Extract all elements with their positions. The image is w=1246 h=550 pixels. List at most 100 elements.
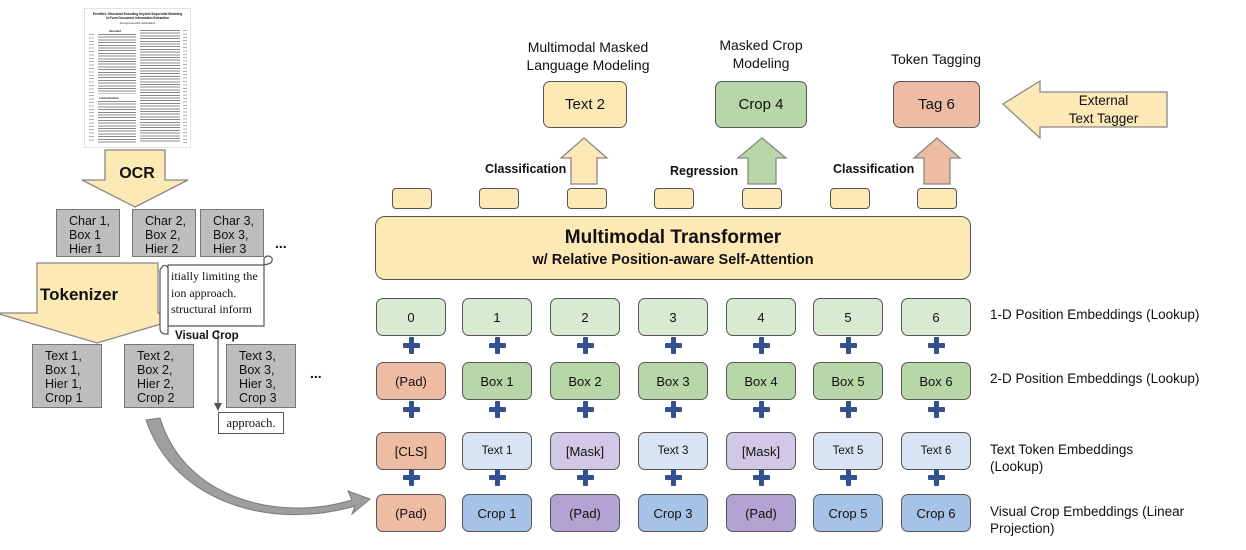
plus-icon bbox=[664, 337, 682, 354]
row-label-line: Projection) bbox=[990, 521, 1055, 536]
row-label-line: (Lookup) bbox=[990, 459, 1044, 474]
plus-icon bbox=[927, 401, 945, 418]
scroll-line-2: ion approach. bbox=[171, 285, 237, 300]
plus-icon bbox=[576, 469, 594, 486]
token-box-line: Text 3, bbox=[239, 349, 276, 363]
plus-icon bbox=[927, 469, 945, 486]
text-column-right bbox=[140, 30, 180, 143]
plus-icon bbox=[402, 401, 420, 418]
pos1d-embedding-label: 6 bbox=[932, 309, 940, 325]
tag-title: Token Tagging bbox=[890, 51, 982, 67]
tokenizer-arrow bbox=[0, 262, 199, 344]
pos1d-embedding: 5 bbox=[813, 298, 883, 336]
plus-icon bbox=[664, 469, 682, 486]
output-token bbox=[742, 188, 782, 209]
crop-embedding-label: Crop 5 bbox=[828, 505, 868, 521]
plus-icon bbox=[402, 469, 420, 486]
token-box-line: Text 2, bbox=[137, 349, 174, 363]
pos1d-embedding-label: 4 bbox=[757, 309, 765, 325]
transformer-block: Multimodal Transformer w/ Relative Posit… bbox=[375, 216, 971, 280]
line-numbers-right bbox=[183, 30, 187, 143]
row-label-line: Text Token Embeddings bbox=[990, 442, 1134, 457]
document-thumbnail: FormNet: Structural Encoding beyond Sequ… bbox=[84, 8, 191, 148]
document-title: FormNet: Structural Encoding beyond Sequ… bbox=[92, 12, 183, 20]
up-arrow-tag bbox=[912, 137, 962, 185]
text-embedding: Text 6 bbox=[901, 432, 971, 470]
text-embedding-label: [Mask] bbox=[741, 443, 781, 459]
crop-embedding-label: Crop 3 bbox=[653, 505, 693, 521]
ocr-label: OCR bbox=[119, 165, 155, 182]
curved-flow-arrow bbox=[145, 417, 371, 516]
scroll-curl-right bbox=[263, 255, 273, 266]
token-box-line: Hier 3, bbox=[239, 377, 276, 391]
mcm-output-box: Crop 4 bbox=[715, 81, 807, 128]
pos2d-embedding-label: Box 6 bbox=[919, 373, 953, 389]
token-box: Text 2,Box 2,Hier 2,Crop 2 bbox=[124, 344, 194, 408]
pos2d-embedding: (Pad) bbox=[376, 362, 446, 400]
plus-icon bbox=[752, 469, 770, 486]
pos1d-embedding-label: 5 bbox=[844, 309, 852, 325]
crop-embedding: Crop 3 bbox=[638, 494, 708, 532]
crop-word-box: approach. bbox=[218, 412, 284, 434]
external-tagger-line-1: External bbox=[1078, 93, 1129, 108]
char-box-line: Box 2, bbox=[145, 228, 181, 242]
token-box-line: Text 1, bbox=[45, 349, 82, 363]
up-arrow-mlm bbox=[559, 137, 609, 185]
abstract-heading: Abstract bbox=[108, 29, 122, 33]
scroll-line-1: itially limiting the bbox=[171, 269, 258, 283]
pos2d-embedding: Box 6 bbox=[901, 362, 971, 400]
text-embedding-label: Text 5 bbox=[832, 445, 864, 457]
output-token bbox=[479, 188, 519, 209]
text-embedding: Text 3 bbox=[638, 432, 708, 470]
classification-label-2: Classification bbox=[833, 162, 915, 176]
token-box-line: Box 3, bbox=[239, 363, 275, 377]
token-box-line: Hier 1, bbox=[45, 377, 82, 391]
char-box-line: Char 3, bbox=[213, 214, 254, 228]
text-embedding: Text 1 bbox=[462, 432, 532, 470]
char-box-line: Char 1, bbox=[69, 214, 110, 228]
text-embedding: Text 5 bbox=[813, 432, 883, 470]
plus-icon bbox=[488, 337, 506, 354]
plus-icon bbox=[576, 337, 594, 354]
token-box-line: Crop 3 bbox=[239, 391, 277, 405]
row-label-line: 1-D Position Embeddings (Lookup) bbox=[990, 307, 1200, 322]
pos1d-embedding: 0 bbox=[376, 298, 446, 336]
pos2d-embedding: Box 1 bbox=[462, 362, 532, 400]
regression-label: Regression bbox=[670, 164, 739, 178]
char-box: Char 3,Box 3,Hier 3 bbox=[200, 209, 264, 257]
crop-embedding-label: (Pad) bbox=[745, 505, 777, 521]
mlm-title: Multimodal Masked Language Modeling bbox=[508, 38, 668, 74]
text-column-left bbox=[98, 34, 136, 94]
pos2d-embedding-label: (Pad) bbox=[395, 373, 427, 389]
scroll-text: itially limiting the ion approach. struc… bbox=[171, 268, 264, 324]
output-token bbox=[917, 188, 957, 209]
crop-embedding: (Pad) bbox=[726, 494, 796, 532]
plus-icon bbox=[402, 337, 420, 354]
output-token bbox=[392, 188, 432, 209]
char-box: Char 2,Box 2,Hier 2 bbox=[132, 209, 196, 257]
crop-embedding: Crop 6 bbox=[901, 494, 971, 532]
pos2d-embedding-label: Box 3 bbox=[656, 373, 690, 389]
external-tagger-label: External Text Tagger bbox=[1040, 92, 1167, 128]
char-box-line: Hier 2 bbox=[145, 242, 179, 256]
row-label-pos2d: 2-D Position Embeddings (Lookup) bbox=[990, 370, 1240, 387]
mlm-title-line-1: Multimodal Masked bbox=[527, 39, 649, 55]
mlm-output-label: Text 2 bbox=[564, 96, 606, 113]
plus-icon bbox=[839, 337, 857, 354]
pos2d-embedding: Box 4 bbox=[726, 362, 796, 400]
text-column-left-lower bbox=[98, 101, 136, 143]
external-tagger-line-2: Text Tagger bbox=[1068, 111, 1139, 126]
up-arrow-mcm bbox=[736, 137, 788, 185]
pos1d-embedding-label: 1 bbox=[493, 309, 501, 325]
crop-embedding: Crop 5 bbox=[813, 494, 883, 532]
plus-icon bbox=[927, 337, 945, 354]
mcm-title-line-1: Masked Crop bbox=[719, 37, 803, 53]
text-embedding-label: [Mask] bbox=[565, 443, 605, 459]
document-authors: Anonymous ACL submission bbox=[119, 21, 156, 25]
char-box-line: Box 3, bbox=[213, 228, 249, 242]
text-embedding-label: Text 3 bbox=[657, 445, 689, 457]
text-embedding-label: [CLS] bbox=[394, 443, 428, 459]
